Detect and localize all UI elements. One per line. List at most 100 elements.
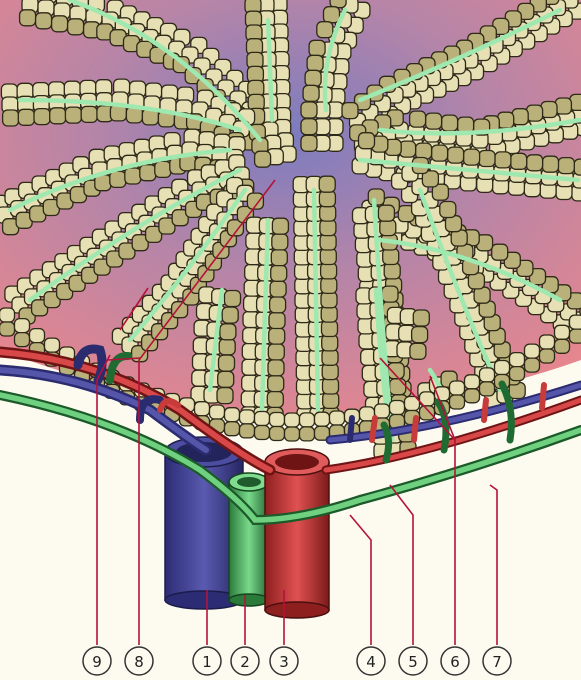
hepatocyte [50, 108, 66, 124]
hepatocyte [225, 291, 241, 307]
hepatocyte [495, 361, 510, 375]
hepatocyte [380, 220, 396, 236]
hepatocyte [36, 13, 52, 29]
hepatocyte [155, 161, 171, 177]
callout-8: 8 [125, 647, 153, 675]
hepatocyte [68, 19, 84, 35]
hepatocyte [307, 55, 323, 71]
hepatocyte [15, 333, 30, 347]
hepatocyte [81, 106, 97, 122]
hepatocyte [465, 375, 480, 389]
hepatocyte [525, 344, 540, 358]
hepatocyte [323, 378, 339, 394]
hepatocyte [270, 413, 285, 427]
hepatocyte [272, 218, 288, 234]
hepatocyte [321, 306, 337, 322]
hepatic-artery [265, 449, 329, 618]
hepatocyte [384, 263, 400, 279]
hepatocyte [322, 364, 338, 380]
hepatocyte [303, 85, 319, 101]
hepatocyte [555, 339, 570, 353]
hepatocyte [390, 379, 406, 395]
hepatocyte [495, 152, 511, 168]
hepatocyte [222, 307, 238, 323]
callout-4: 4 [357, 647, 385, 675]
hepatocyte [474, 287, 490, 303]
hepatocyte [320, 205, 336, 221]
hepatocyte [570, 329, 581, 343]
callout-9: 9 [83, 647, 111, 675]
hepatocyte [541, 102, 557, 118]
hepatocyte [52, 16, 68, 32]
hepatocyte [511, 153, 527, 169]
hepatocyte [322, 335, 338, 351]
hepatocyte [217, 388, 233, 404]
hepatocyte [468, 273, 484, 289]
hepatocyte [322, 349, 338, 365]
hepatocyte [321, 292, 337, 308]
hepatocyte [270, 281, 286, 297]
hepatocyte [18, 109, 34, 125]
hepatocyte [125, 168, 141, 184]
hepatocyte [270, 297, 286, 313]
hepatocyte [225, 422, 240, 436]
hepatocyte [413, 310, 429, 326]
hepatocyte [110, 171, 126, 187]
hepatocyte [410, 343, 426, 359]
hepatocyte [464, 149, 480, 165]
hepatocyte [271, 265, 287, 281]
hepatocyte [319, 176, 335, 192]
hepatocyte [300, 413, 315, 427]
hepatocyte [219, 339, 235, 355]
hepatocyte [416, 143, 432, 159]
hepatocyte [210, 405, 225, 419]
hepatocyte [270, 427, 285, 441]
hepatocyte [268, 344, 284, 360]
hepatocyte [272, 234, 288, 250]
hepatocyte [322, 321, 338, 337]
hepatocyte [309, 40, 325, 56]
hepatocyte [574, 159, 581, 175]
callout-number: 3 [279, 653, 289, 671]
hepatocyte [218, 371, 234, 387]
hepatocyte [320, 234, 336, 250]
hepatocyte [255, 426, 270, 440]
hepatocyte [267, 391, 283, 407]
callout-number: 7 [492, 653, 502, 671]
hepatocyte [555, 325, 570, 339]
hepatocyte [195, 402, 210, 416]
hepatocyte [378, 205, 394, 221]
callout-number: 8 [134, 653, 144, 671]
hepatocyte [0, 322, 15, 336]
hepatocyte [432, 145, 448, 161]
hepatocyte [450, 381, 465, 395]
hepatocyte [400, 141, 416, 157]
hepatocyte [240, 424, 255, 438]
hepatocyte [268, 376, 284, 392]
hepatocyte [225, 408, 240, 422]
hepatocyte [555, 98, 571, 114]
hepatocyte [0, 308, 15, 322]
hepatocyte [510, 367, 525, 381]
hepatocyte [300, 427, 315, 441]
hepatocyte [390, 401, 405, 415]
hepatocyte [570, 315, 581, 329]
hepatocyte [315, 412, 330, 426]
hepatocyte [480, 382, 495, 396]
hepatocyte [450, 395, 465, 409]
hepatocyte [412, 327, 428, 343]
hepatocyte [269, 328, 285, 344]
hepatocyte [480, 368, 495, 382]
callout-2: 2 [231, 647, 259, 675]
hepatocyte [220, 324, 236, 340]
hepatocyte [527, 155, 543, 171]
hepatocyte [451, 230, 467, 246]
hepatocyte [317, 22, 333, 38]
callout-number: 1 [202, 653, 212, 671]
hepatocyte [492, 244, 508, 260]
hepatocyte [45, 338, 60, 352]
hepatocyte [30, 329, 45, 343]
hepatocyte [540, 349, 555, 363]
callout-6: 6 [441, 647, 469, 675]
